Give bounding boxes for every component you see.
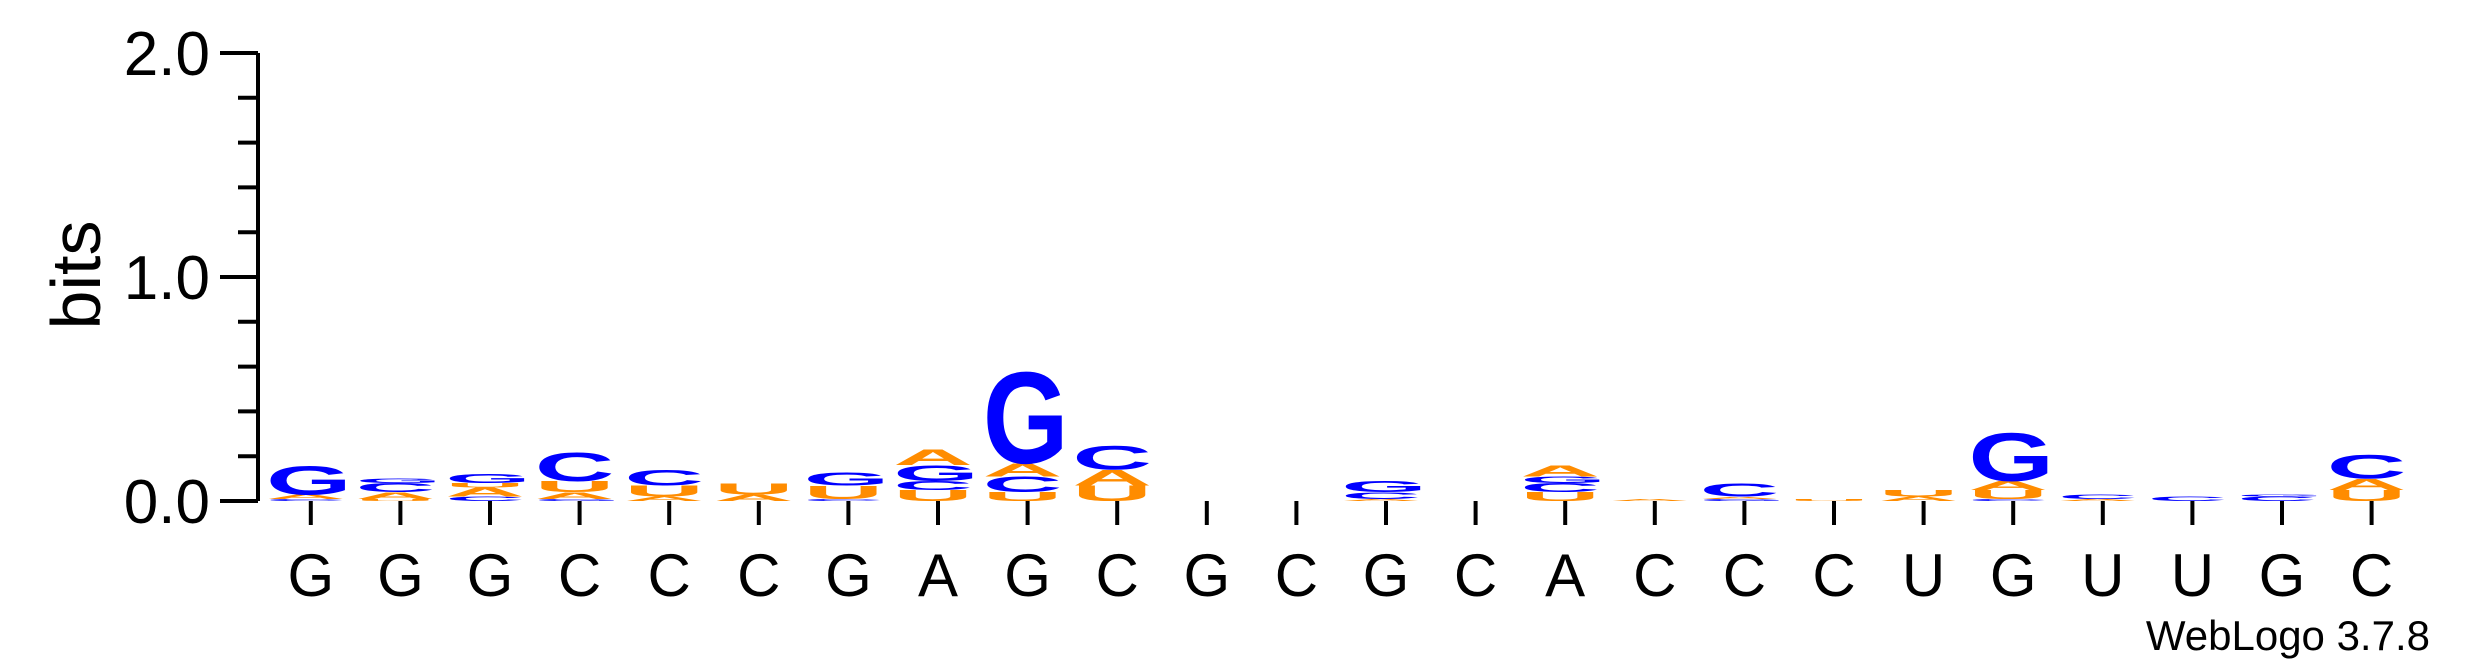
logo-letter-a: A (1968, 479, 2048, 493)
x-tick-label: G (1990, 542, 2037, 609)
x-tick-label: G (1363, 542, 1410, 609)
logo-letter-c: C (804, 498, 884, 502)
x-tick-label: C (1275, 542, 1318, 609)
logo-letter-c: C (624, 466, 704, 490)
x-tick-label: G (1183, 542, 1230, 609)
logo-letter-u: U (804, 482, 884, 503)
x-tick-label: A (1545, 542, 1585, 609)
logo-letter-c: C (2237, 495, 2317, 502)
logo-letter-c: C (1968, 498, 2048, 502)
logo-letter-g: G (983, 345, 1069, 491)
x-tick-label: C (1454, 542, 1497, 609)
x-tick-label: C (1723, 542, 1766, 609)
logo-letter-a: A (266, 493, 346, 500)
logo-letter-a: A (445, 485, 525, 499)
logo-letter-a: A (1341, 498, 1421, 502)
logo-letter-c: C (2327, 448, 2407, 486)
x-tick-label: C (648, 542, 691, 609)
logo-letter-u: U (1789, 498, 1869, 502)
logo-letter-u: U (2327, 487, 2407, 504)
logo-letter-a: A (2058, 498, 2138, 502)
logo-letter-c: C (1520, 481, 1600, 495)
logo-letter-g: G (1968, 420, 2054, 496)
logo-letter-u: U (893, 487, 973, 504)
logo-letter-u: U (1968, 488, 2048, 502)
logo-letter-c: C (1072, 439, 1152, 477)
logo-letter-a: A (1520, 462, 1600, 479)
logo-letter-g: G (1700, 498, 1786, 502)
logo-letter-a: A (2327, 476, 2407, 493)
logo-letter-a: A (1610, 498, 1690, 502)
y-axis-label: bits (37, 221, 115, 330)
logo-letter-c: C (445, 495, 525, 502)
logo-letter-a: A (1072, 466, 1152, 490)
logo-letter-g: G (356, 477, 442, 484)
logo-letter-c: C (2148, 495, 2228, 502)
logo-letter-g: G (2237, 494, 2323, 498)
x-tick-label: G (287, 542, 334, 609)
logo-letter-a: A (983, 459, 1063, 480)
y-tick-label: 1.0 (124, 244, 210, 313)
logo-letter-c: C (266, 498, 346, 502)
x-tick-label: G (1004, 542, 1051, 609)
logo-letter-a: A (1700, 496, 1780, 500)
logo-letter-g: G (804, 468, 890, 489)
logo-letter-u: U (1879, 488, 1959, 498)
y-tick-label: 2.0 (124, 20, 210, 89)
x-tick-label: C (1633, 542, 1676, 609)
x-tick-label: U (1902, 542, 1945, 609)
logo-letter-c: C (356, 481, 436, 495)
y-axis: 0.0 1.0 2.0 (124, 20, 260, 537)
logo-letter-u: U (1520, 490, 1600, 504)
logo-letter-g: G (1341, 478, 1427, 495)
x-tick-label: G (825, 542, 872, 609)
weblogo-credit: WebLogo 3.7.8 (2146, 612, 2430, 659)
logo-letter-u: U (624, 482, 704, 499)
logo-letter-a: A (893, 445, 973, 469)
logo-letter-a: A (624, 495, 704, 502)
logo-letter-g: G (445, 472, 531, 486)
logo-letter-c: C (1700, 480, 1780, 501)
logo-letter-a: A (714, 493, 794, 503)
x-tick-label: G (2259, 542, 2306, 609)
logo-letter-g: G (1520, 475, 1606, 485)
logo-letter-a: A (535, 490, 615, 500)
logo-letter-u: U (445, 482, 525, 489)
logo-letter-g: G (893, 461, 979, 485)
logo-letter-u: U (1072, 481, 1152, 505)
logo-letter-g: G (535, 498, 621, 502)
logo-letter-u: U (535, 478, 615, 495)
logo-letter-u: U (714, 480, 794, 497)
x-tick-label: U (2171, 542, 2214, 609)
y-tick-label: 0.0 (124, 468, 210, 537)
x-tick-label: C (2350, 542, 2393, 609)
logo-letter-u: U (356, 498, 436, 502)
logo-letter-c: C (1341, 490, 1421, 500)
x-tick-label: C (558, 542, 601, 609)
logo-letter-g: G (266, 458, 352, 503)
x-tick-label: C (1096, 542, 1139, 609)
x-tick-label: C (737, 542, 780, 609)
logo-letter-c: C (983, 472, 1063, 496)
logo-letter-c: C (893, 479, 973, 493)
logo-letter-c: C (2058, 493, 2138, 500)
x-tick-label: G (377, 542, 424, 609)
x-tick-label: A (918, 542, 958, 609)
logo-letter-u: U (983, 490, 1063, 504)
logo-letter-a: A (1879, 495, 1959, 502)
x-tick-label: U (2081, 542, 2124, 609)
logo-letter-c: C (535, 444, 615, 489)
x-tick-label: C (1812, 542, 1855, 609)
x-tick-label: G (467, 542, 514, 609)
logo-letter-a: A (356, 490, 436, 500)
